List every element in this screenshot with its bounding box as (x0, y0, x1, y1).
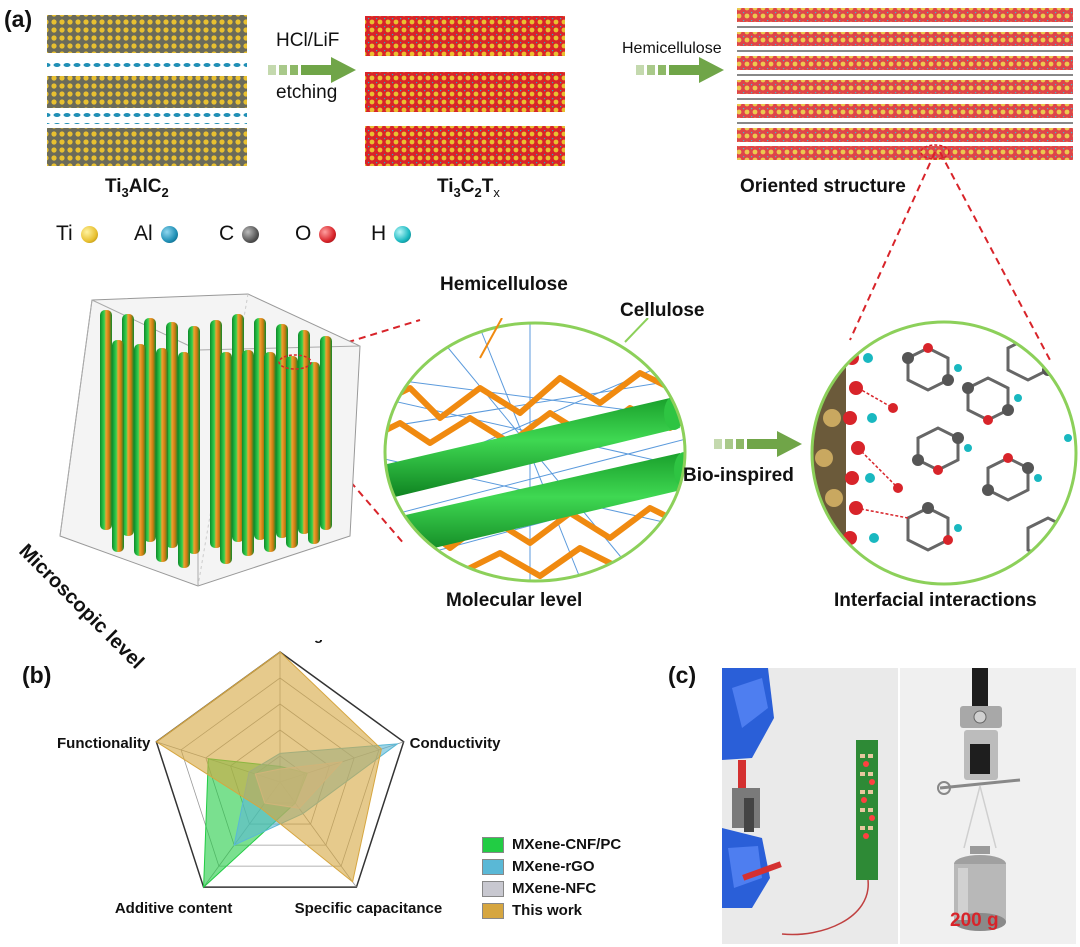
circuit-demo-photo (722, 668, 898, 944)
oriented-structure-label: Oriented structure (740, 176, 906, 197)
legend-item: MXene-CNF/PC (482, 836, 621, 853)
arrow1-bottom-label: etching (276, 82, 338, 103)
weight-test-photo (900, 668, 1076, 944)
radar-axis-label: Tensile strength (223, 640, 338, 644)
ti3alc2-label: Ti3AlC2 (105, 176, 169, 200)
molecular-level-label: Molecular level (446, 590, 583, 611)
molecular-level-illustration (383, 318, 687, 583)
interfacial-interactions-illustration (810, 320, 1078, 586)
legend-swatch (482, 836, 504, 853)
legend-item: MXene-rGO (482, 858, 595, 875)
al-atom-icon (160, 225, 178, 243)
cellulose-label: Cellulose (620, 300, 705, 321)
interfacial-interactions-label: Interfacial interactions (834, 590, 1037, 611)
radar-axis-label: Additive content (115, 900, 233, 917)
weight-label: 200 g (950, 910, 999, 931)
panel-c-label: (c) (668, 662, 697, 688)
legend-item: MXene-NFC (482, 880, 596, 897)
ti-atom-icon (80, 225, 98, 243)
panel-a-label: (a) (4, 6, 33, 32)
radar-axis-label: Specific capacitance (295, 900, 443, 917)
bio-inspired-label: Bio-inspired (683, 465, 794, 486)
legend-swatch (482, 880, 504, 897)
h-atom-icon (394, 225, 412, 243)
oriented-structure-illustration (737, 8, 1073, 160)
ti3alc2-crystal-illustration (47, 15, 247, 166)
c-atom-icon (242, 225, 260, 243)
legend-label: MXene-CNF/PC (512, 836, 622, 853)
ti3c2tx-label: Ti3C2Tx (437, 176, 500, 200)
arrow-right-icon (636, 57, 724, 83)
arrow2-label: Hemicellulose (622, 40, 722, 57)
atom-legend-al: Al (134, 222, 178, 246)
ti3c2tx-crystal-illustration (365, 16, 565, 166)
arrow-right-icon (268, 57, 356, 83)
atom-legend-c: C (219, 222, 260, 246)
atom-legend-h: H (371, 222, 412, 246)
legend-item: This work (482, 902, 582, 919)
legend-label: MXene-NFC (512, 880, 597, 897)
radar-chart: Tensile strengthConductivitySpecific cap… (57, 640, 501, 917)
legend-label: MXene-rGO (512, 858, 595, 875)
legend-label: This work (512, 902, 583, 919)
atom-legend-ti: Ti (56, 222, 98, 246)
panel-b-label: (b) (22, 662, 52, 688)
hemicellulose-label: Hemicellulose (440, 274, 568, 295)
legend-swatch (482, 902, 504, 919)
radar-axis-label: Conductivity (410, 735, 501, 752)
arrow1-top-label: HCl/LiF (276, 30, 340, 51)
arrow-right-icon (714, 431, 802, 457)
microscopic-fiber-cube (59, 293, 361, 587)
radar-series-area (155, 651, 382, 883)
o-atom-icon (319, 225, 337, 243)
radar-axis-label: Functionality (57, 735, 151, 752)
legend-swatch (482, 858, 504, 875)
atom-legend-o: O (295, 222, 337, 246)
